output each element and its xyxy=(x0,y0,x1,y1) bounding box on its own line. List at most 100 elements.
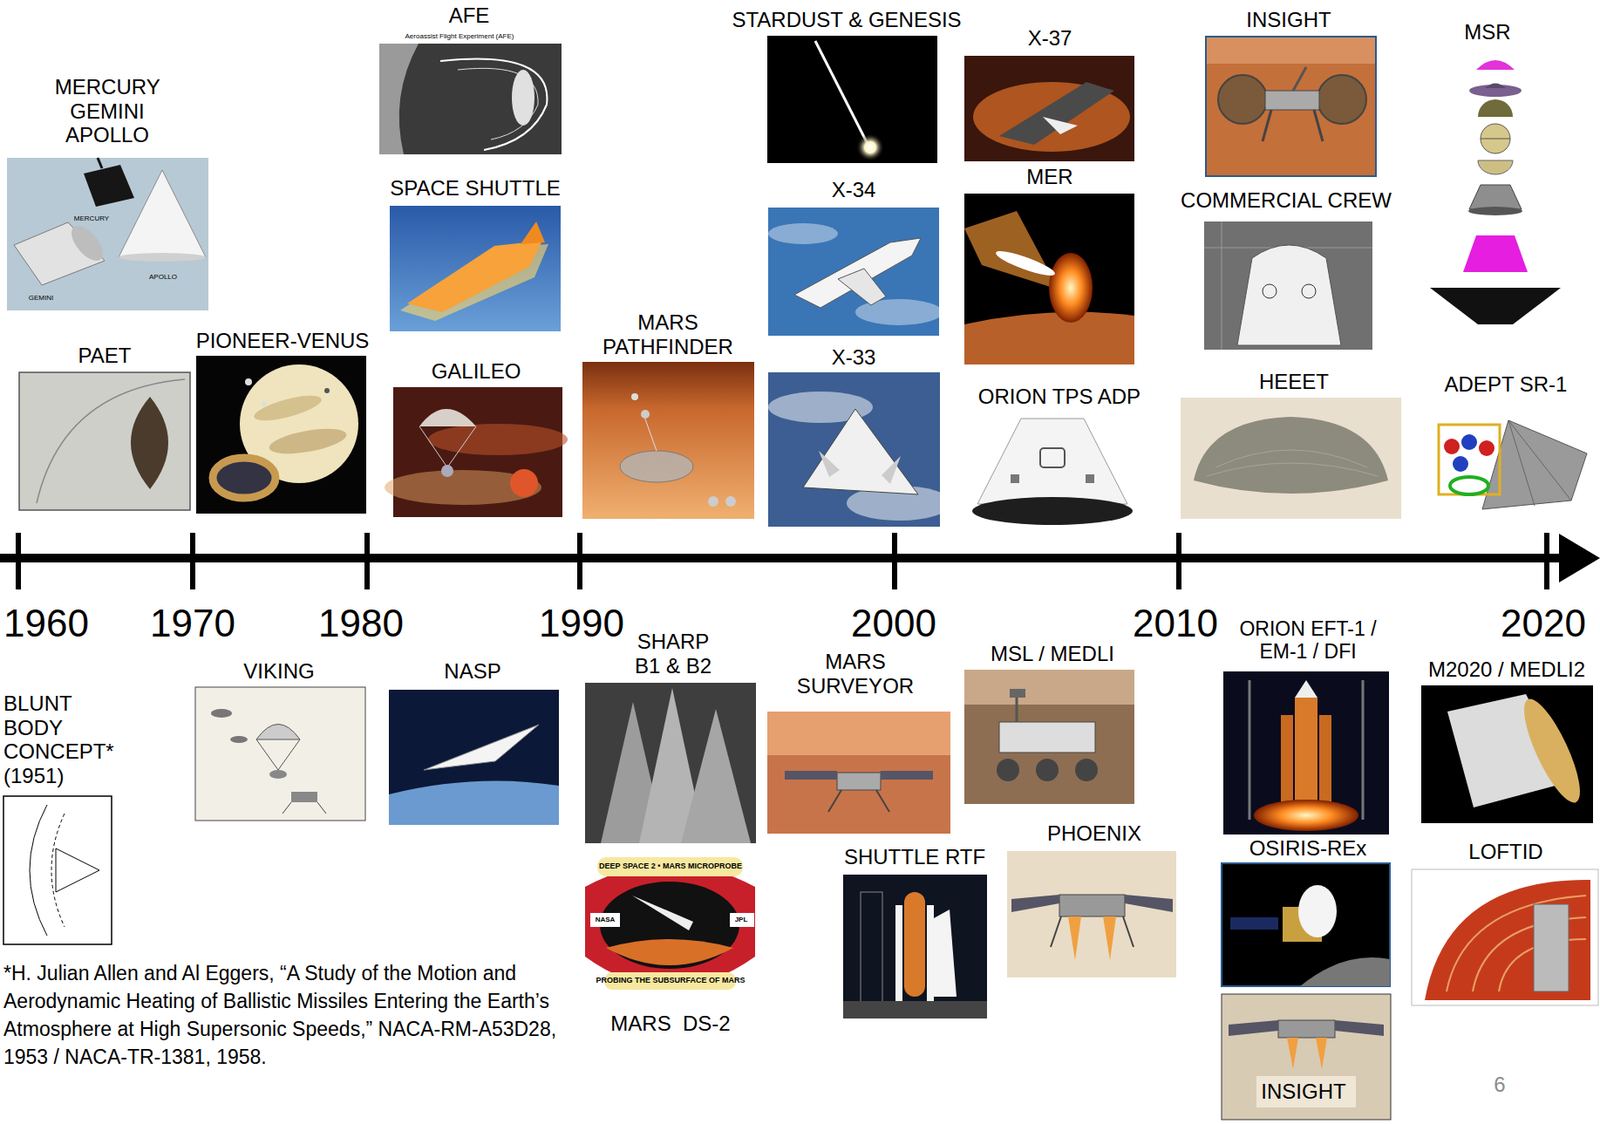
patch-text: PROBING THE SUBSURFACE OF MARS xyxy=(595,975,745,985)
insight-landing-picture xyxy=(1315,1037,1328,1069)
caption-label: GALILEO xyxy=(431,359,522,384)
phoenix-picture xyxy=(1124,894,1173,913)
paet-picture xyxy=(36,379,185,504)
ds2-patch xyxy=(590,912,620,927)
osiris-rex-picture xyxy=(1300,957,1390,987)
paet-picture xyxy=(130,396,169,490)
paet-picture xyxy=(19,372,191,511)
caption-label: MER xyxy=(1026,164,1073,190)
capsules-picture xyxy=(97,157,103,169)
caption-label: ORION TPS ADP xyxy=(978,384,1141,409)
sharp-picture xyxy=(680,708,751,844)
year-label: 2010 xyxy=(1132,601,1219,647)
eft1-launch-picture xyxy=(1223,671,1389,835)
caption-label: SHUTTLE RTF xyxy=(844,844,986,870)
caption-label: SHARP B1 & B2 xyxy=(627,629,719,678)
capsules-picture xyxy=(83,164,135,207)
shuttle-rtf-picture xyxy=(843,874,988,1019)
caption-label: STARDUST & GENESIS xyxy=(731,7,961,33)
shuttle-rtf-picture xyxy=(904,891,926,997)
caption-label: X-34 xyxy=(831,177,877,203)
eft1-launch-picture xyxy=(1319,714,1332,803)
orion-capsule-picture xyxy=(977,418,1128,504)
sharp-picture xyxy=(585,682,756,844)
msr-picture xyxy=(1476,60,1515,70)
caption-label: ORION EFT-1 / EM-1 / DFI xyxy=(1230,617,1386,664)
x34-picture xyxy=(768,223,838,245)
galileo-picture xyxy=(419,408,477,427)
orion-capsule-picture xyxy=(1085,474,1095,484)
eft1-launch-picture xyxy=(1223,671,1389,835)
pioneer-venus-picture xyxy=(251,390,324,426)
image-text: Aeroassist Flight Experiment (AFE) xyxy=(405,32,515,41)
blunt-body-sketch xyxy=(51,813,65,927)
timeline-axis xyxy=(1544,532,1550,590)
msr-picture xyxy=(1480,123,1511,154)
eft1-launch-picture xyxy=(1294,697,1318,803)
msr-picture xyxy=(1480,138,1511,140)
eft1-launch-picture xyxy=(1280,714,1294,803)
pathfinder-picture xyxy=(643,414,657,451)
shuttle-rtf-picture xyxy=(895,905,903,1001)
pathfinder-picture xyxy=(725,496,736,507)
year-label: 1970 xyxy=(149,601,236,647)
msl-picture xyxy=(964,669,1135,804)
caption-label: PHOENIX xyxy=(1047,821,1142,846)
capsules-picture xyxy=(6,157,209,311)
caption-label: MARS SURVEYOR xyxy=(796,649,914,698)
pathfinder-picture xyxy=(708,496,719,507)
mer-picture xyxy=(964,211,1059,290)
x33-picture xyxy=(768,372,952,527)
phoenix-picture xyxy=(1007,851,1177,978)
year-label: 1990 xyxy=(538,601,625,647)
insight-landing-picture xyxy=(1334,1020,1384,1036)
insight-picture xyxy=(1205,36,1376,177)
msl-picture xyxy=(996,758,1020,782)
caption-label: MSR xyxy=(1463,20,1511,45)
caption-label: SPACE SHUTTLE xyxy=(389,176,561,201)
commercial-crew-picture xyxy=(1204,221,1373,350)
caption-label: INSIGHT xyxy=(1260,1079,1346,1104)
heeet-picture xyxy=(1180,397,1402,519)
x33-picture xyxy=(818,450,840,477)
nasp-picture xyxy=(388,689,559,825)
msl-picture xyxy=(999,721,1096,753)
phoenix-picture xyxy=(1007,851,1177,978)
ds2-patch xyxy=(605,939,734,966)
blunt-body-sketch xyxy=(55,848,100,892)
afe-picture xyxy=(511,69,535,126)
heeet-picture xyxy=(1193,416,1389,494)
image-text: APOLLO xyxy=(149,272,178,281)
viking-picture xyxy=(317,802,327,814)
year-label: 1980 xyxy=(318,601,404,647)
viking-picture xyxy=(269,769,287,779)
shuttle-rtf-picture xyxy=(843,874,988,1019)
msr-picture xyxy=(1477,160,1513,175)
afe-picture xyxy=(379,43,562,155)
galileo-picture xyxy=(441,464,454,477)
x37-picture xyxy=(964,55,1135,162)
afe-picture xyxy=(379,43,419,155)
paet-picture xyxy=(19,372,191,511)
ds2-patch xyxy=(632,895,694,931)
adept-picture xyxy=(1438,424,1500,495)
stardust-picture xyxy=(815,40,868,144)
msr-picture xyxy=(1463,235,1528,273)
insight-landing-picture xyxy=(1228,1020,1279,1036)
timeline-axis xyxy=(0,532,1600,590)
caption-label: HEEET xyxy=(1259,369,1329,395)
capsules-picture xyxy=(118,170,206,258)
shuttle-picture xyxy=(407,240,543,313)
pathfinder-picture xyxy=(582,361,755,519)
eft1-launch-picture xyxy=(1294,680,1318,698)
mars-surveyor-picture xyxy=(784,770,838,780)
commercial-crew-picture xyxy=(1204,221,1373,350)
loftid-picture xyxy=(1411,869,1599,1006)
shuttle-rtf-picture xyxy=(933,909,957,997)
shuttle-rtf-picture xyxy=(843,1000,988,1019)
shuttle-picture xyxy=(520,221,545,245)
caption-label: ADEPT SR-1 xyxy=(1444,372,1568,397)
commercial-crew-picture xyxy=(1262,284,1277,299)
osiris-rex-picture xyxy=(1221,863,1390,987)
